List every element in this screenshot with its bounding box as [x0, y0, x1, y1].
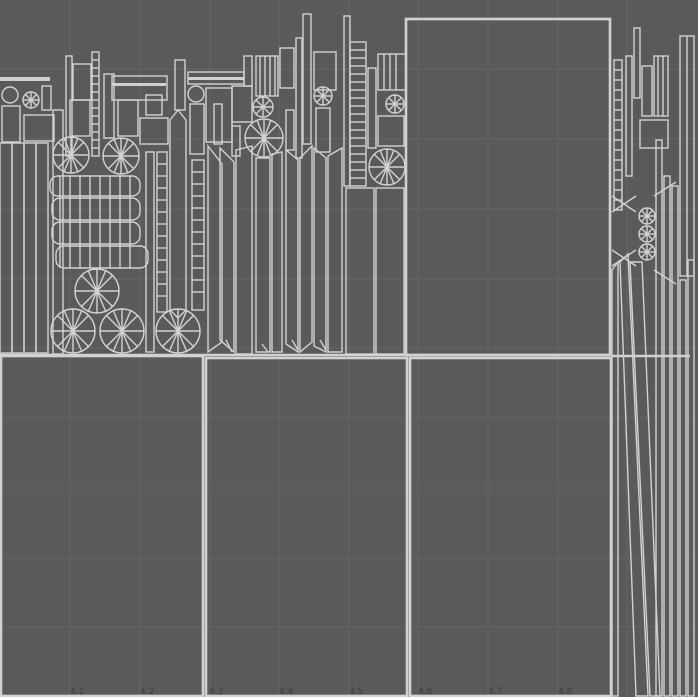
- uv-cluster-right-center: [343, 15, 407, 355]
- uv-cluster-right-edge: [611, 27, 695, 697]
- uv-cluster-center: [205, 13, 343, 355]
- uv-island-bottom-right[interactable]: [408, 356, 613, 697]
- uv-cluster-middle-left: [111, 59, 245, 354]
- uv-islands-large: [0, 17, 613, 697]
- uv-island-bottom-middle[interactable]: [204, 356, 409, 697]
- uv-cluster-top-left: [0, 51, 149, 355]
- uv-island-bottom-left[interactable]: [0, 354, 205, 697]
